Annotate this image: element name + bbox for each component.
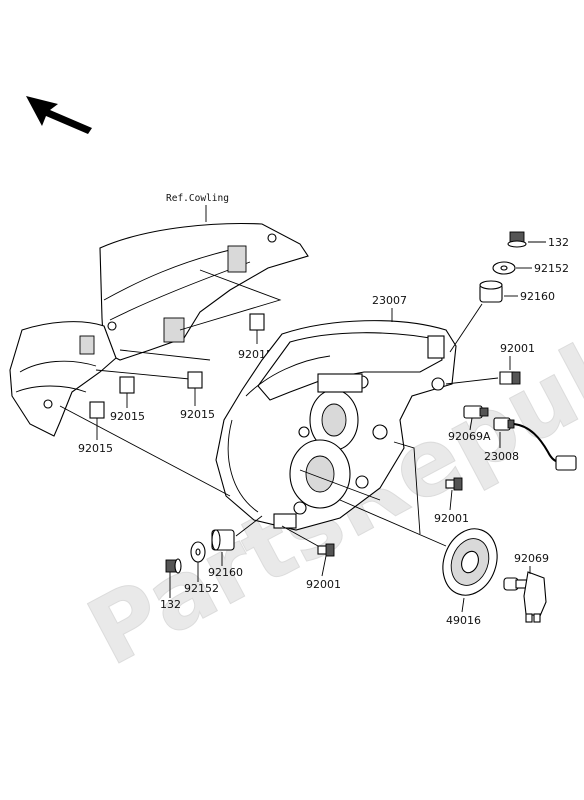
grommet-92160-bottom	[211, 529, 235, 551]
callout-92015-b: 92015	[110, 410, 145, 423]
callout-92069A: 92069A	[448, 430, 491, 443]
callout-23007: 23007	[372, 294, 407, 307]
callout-23008: 23008	[484, 450, 519, 463]
bulb-92069	[503, 571, 547, 623]
bolt-92001-bottom	[317, 543, 335, 557]
callout-92160-bottom: 92160	[208, 566, 243, 579]
headlight-assembly	[215, 320, 457, 531]
ref-cowling-label: Ref.Cowling	[166, 193, 229, 204]
callout-132-top: 132	[548, 236, 569, 249]
bolt-92001-right	[499, 371, 521, 385]
front-arrow-icon	[26, 96, 92, 134]
callout-92015-d: 92015	[78, 442, 113, 455]
callout-92152-bottom: 92152	[184, 582, 219, 595]
socket-23008	[493, 417, 577, 471]
cap-49016	[442, 528, 498, 596]
callout-92160-top: 92160	[520, 290, 555, 303]
callout-92001-bottom: 92001	[306, 578, 341, 591]
bolt-132-bottom	[165, 558, 182, 574]
washer-92152-top	[492, 261, 516, 275]
callout-92001-mid: 92001	[434, 512, 469, 525]
cowling-part	[9, 222, 309, 437]
bulb-92069A	[463, 405, 489, 419]
callout-49016: 49016	[446, 614, 481, 627]
bolt-92001-mid	[445, 477, 463, 491]
callout-92015-c: 92015	[180, 408, 215, 421]
callout-132-bottom: 132	[160, 598, 181, 611]
washer-92152-bottom	[190, 541, 206, 563]
grommet-92160-top	[479, 280, 503, 303]
bolt-132-top	[507, 231, 527, 248]
callout-92152-top: 92152	[534, 262, 569, 275]
callout-92001-right: 92001	[500, 342, 535, 355]
callout-92069: 92069	[514, 552, 549, 565]
clip-nut-92015	[89, 313, 265, 419]
